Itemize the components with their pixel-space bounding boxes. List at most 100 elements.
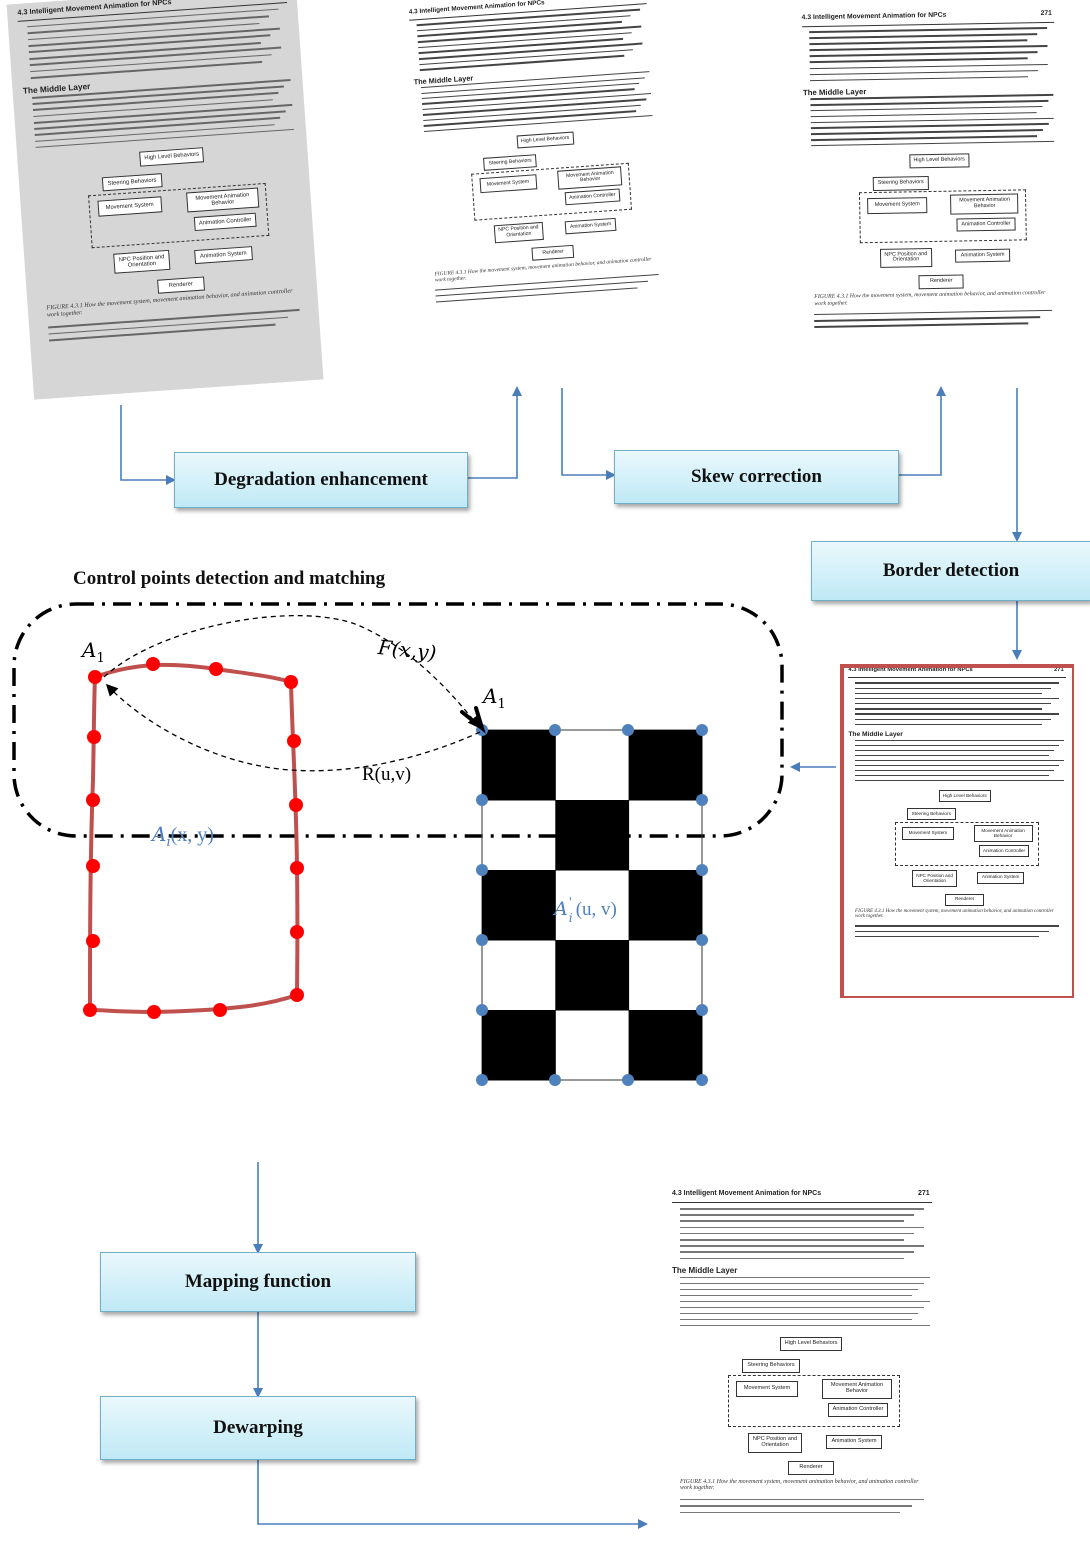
red-control-point: [290, 861, 304, 875]
text-line: [855, 723, 1043, 726]
page-number: 271: [1053, 667, 1064, 674]
red-control-point: [209, 662, 223, 676]
checker-cell: [482, 730, 556, 801]
arrow-doc1-to-degradation: [120, 405, 176, 485]
text-line: [855, 697, 1059, 700]
red-control-point: [86, 793, 100, 807]
border-detection-step: Border detection: [811, 541, 1090, 601]
text-line: [680, 1498, 924, 1501]
blue-control-point: [696, 1074, 708, 1086]
text-line: [680, 1318, 912, 1321]
text-line: [855, 682, 1059, 684]
blue-control-point: [476, 1074, 488, 1086]
blue-control-point: [476, 1004, 488, 1016]
degradation-enhancement-step: Degradation enhancement: [174, 452, 468, 508]
red-control-point: [147, 1005, 161, 1019]
blue-control-point: [696, 794, 708, 806]
forward-mapping-curve: [103, 615, 480, 729]
text-line: [680, 1257, 904, 1260]
red-control-point: [287, 734, 301, 748]
text-line: [855, 764, 1059, 767]
blue-control-point: [476, 934, 488, 946]
fig-npc-position: NPC Position and Orientation: [911, 870, 958, 888]
section-heading: The Middle Layer: [848, 730, 903, 738]
arrow-dewarping-to-doc5: [257, 1458, 648, 1529]
checker-cell: [555, 800, 630, 871]
detected-border: [840, 664, 1074, 998]
text-line: [680, 1276, 930, 1279]
text-line: [680, 1226, 924, 1229]
text-line: [680, 1208, 924, 1210]
text-line: [855, 744, 1059, 747]
a1-left-label: A1: [82, 638, 105, 666]
text-line: [680, 1511, 900, 1514]
text-line: [855, 759, 1064, 762]
blue-control-point: [476, 864, 488, 876]
a1-pointer-tick: [460, 706, 486, 734]
red-control-point: [86, 934, 100, 948]
fig-movement-animation-behavior: Movement Animation Behavior: [973, 825, 1033, 843]
figure-caption: FIGURE 4.3.1 How the movement system, mo…: [855, 908, 1054, 920]
text-line: [680, 1300, 930, 1303]
mapping-function-step: Mapping function: [100, 1252, 416, 1312]
checker-cell: [628, 1010, 703, 1081]
flow-arrows: [120, 386, 1022, 1529]
figure-caption: FIGURE 4.3.1 How the movement system, mo…: [680, 1478, 919, 1492]
fig-movement-system: Movement System: [901, 826, 954, 841]
blue-control-point: [622, 1074, 634, 1086]
blue-control-point: [622, 724, 634, 736]
text-line: [680, 1239, 904, 1241]
red-control-point: [284, 675, 298, 689]
red-control-point: [86, 859, 100, 873]
page-header: 4.3 Intelligent Movement Animation for N…: [848, 667, 973, 674]
text-line: [680, 1288, 918, 1291]
dewarped-document-image: 4.3 Intelligent Movement Animation for N…: [662, 1186, 942, 1552]
text-line: [855, 769, 1054, 772]
text-line: [680, 1312, 918, 1315]
fig-steering-behaviors: Steering Behaviors: [906, 808, 956, 821]
red-control-point: [87, 730, 101, 744]
dewarping-step: Dewarping: [100, 1396, 416, 1460]
text-line: [855, 718, 1051, 720]
arrow-doc2-to-skew: [561, 388, 616, 480]
text-line: [855, 692, 1043, 695]
text-line: [680, 1324, 930, 1327]
text-line: [855, 749, 1054, 752]
fig-dashed-group: [895, 821, 1040, 866]
blue-control-point: [549, 724, 561, 736]
blue-control-point: [476, 794, 488, 806]
text-line: [855, 925, 1059, 927]
checker-cell: [482, 870, 556, 941]
red-control-point: [146, 657, 160, 671]
fig-animation-controller: Animation Controller: [978, 845, 1030, 858]
text-line: [855, 708, 1043, 710]
page-number: 271: [918, 1190, 930, 1197]
fig-steering-behaviors: Steering Behaviors: [742, 1358, 800, 1373]
text-line: [855, 779, 1064, 782]
text-line: [680, 1214, 914, 1216]
fig-movement-system: Movement System: [736, 1380, 798, 1397]
blue-control-point: [696, 934, 708, 946]
red-control-point: [290, 988, 304, 1002]
red-control-point: [290, 925, 304, 939]
fig-animation-system: Animation System: [977, 871, 1025, 884]
text-line: [855, 687, 1051, 689]
red-control-point: [88, 670, 102, 684]
ai-prime-uv-label: A'i(u, v): [554, 895, 617, 925]
red-control-points: [83, 657, 304, 1019]
fig-movement-animation-behavior: Movement Animation Behavior: [822, 1378, 892, 1399]
fig-animation-controller: Animation Controller: [828, 1402, 888, 1417]
text-line: [855, 930, 1049, 933]
arrow-degradation-to-doc2: [466, 386, 522, 479]
text-line: [855, 713, 1059, 715]
text-line: [855, 754, 1049, 757]
blue-control-point: [696, 1004, 708, 1016]
text-line: [855, 774, 1049, 777]
ai-xy-label: Ai(x, y): [152, 822, 214, 850]
fig-dashed-group: [728, 1374, 900, 1427]
document-content: 4.3 Intelligent Movement Animation for N…: [662, 1186, 942, 1552]
reverse-mapping-label: R(u,v): [362, 764, 412, 785]
text-line: [680, 1232, 914, 1235]
